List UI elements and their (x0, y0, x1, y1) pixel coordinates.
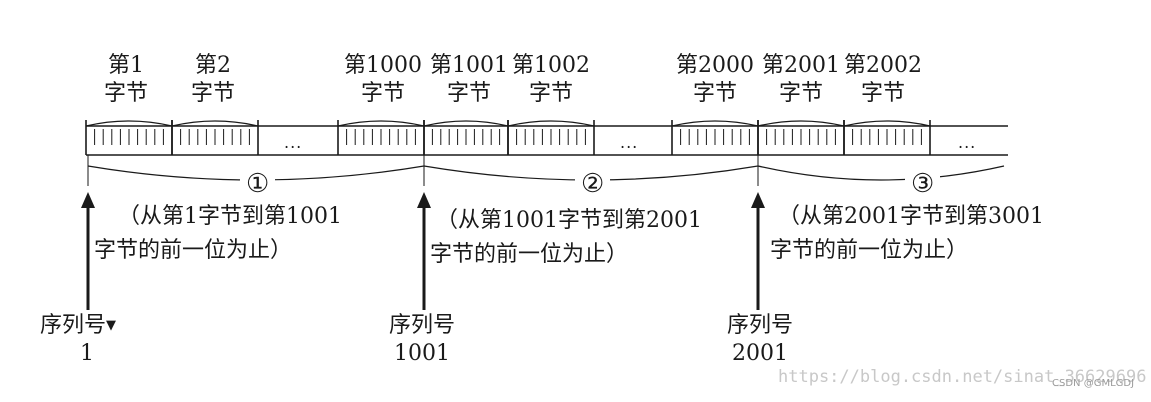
segment-description-line2: 字节的前一位为止） (770, 238, 969, 263)
segment-description-2: （从第1001字节到第2001 字节的前一位为止） (430, 204, 702, 272)
byte-cell-cap (757, 120, 845, 127)
segment-description-line1: （从第2001字节到第3001 (778, 204, 1044, 229)
segment-description-line2: 字节的前一位为止） (430, 242, 629, 267)
segment-brace (757, 165, 1005, 181)
byte-cell-cap (171, 120, 259, 127)
segment-marker-3: ③ (905, 169, 941, 199)
sequence-label-1: 序列号▼ 1 (40, 312, 140, 368)
byte-label-2: 第2 字节 (168, 52, 258, 108)
byte-cell-cap (423, 120, 509, 127)
sequence-label-text: 序列号 (388, 313, 455, 338)
byte-label-bottom: 字节 (103, 81, 148, 106)
sequence-label-text: 序列号 (726, 313, 793, 338)
watermark-url: https://blog.csdn.net/sinat_36629696 (778, 367, 1147, 387)
byte-cell-cap (671, 120, 759, 127)
byte-label-bottom: 字节 (528, 81, 573, 106)
segment-description-line1: （从第1字节到第1001 (118, 204, 342, 229)
byte-label-1001: 第1001 字节 (424, 52, 514, 108)
byte-label-1: 第1 字节 (81, 52, 171, 108)
byte-label-1002: 第1002 字节 (506, 52, 596, 108)
byte-label-top: 第1000 (344, 53, 422, 78)
up-arrow-head (81, 192, 95, 208)
byte-label-2000: 第2000 字节 (670, 52, 760, 108)
sequence-number: 2001 (732, 341, 788, 366)
byte-label-bottom: 字节 (778, 81, 823, 106)
byte-label-top: 第2001 (762, 53, 840, 78)
ellipsis-gap-3: ... (958, 133, 977, 152)
byte-label-top: 第1002 (512, 53, 590, 78)
csdn-watermark: CSDN @GMLGDJ (1052, 378, 1135, 389)
byte-cell-cap (843, 120, 931, 127)
sequence-arrows (81, 155, 765, 310)
byte-label-2002: 第2002 字节 (838, 52, 928, 108)
byte-label-bottom: 字节 (190, 81, 235, 106)
byte-label-top: 第2002 (844, 53, 922, 78)
byte-strip (85, 120, 1008, 156)
sequence-label-2001: 序列号 2001 (710, 312, 810, 368)
byte-label-bottom: 字节 (692, 81, 737, 106)
byte-cell-cap (337, 120, 425, 127)
byte-label-top: 第1 (108, 53, 144, 78)
sequence-number: 1 (80, 341, 94, 366)
sequence-label-text: 序列号 (40, 313, 107, 338)
up-arrow-head (417, 192, 431, 208)
byte-label-top: 第2000 (676, 53, 754, 78)
segment-marker-1: ① (240, 169, 276, 199)
byte-label-bottom: 字节 (446, 81, 491, 106)
byte-label-2001: 第2001 字节 (756, 52, 846, 108)
byte-label-bottom: 字节 (860, 81, 905, 106)
segment-description-1: （从第1字节到第1001 字节的前一位为止） (94, 200, 342, 268)
byte-label-1000: 第1000 字节 (338, 52, 428, 108)
segment-marker-2: ② (575, 169, 611, 199)
byte-label-top: 第2 (195, 53, 231, 78)
byte-cell-cap (507, 120, 595, 127)
triangle-down-icon: ▼ (106, 318, 117, 333)
segment-braces (87, 165, 1005, 181)
sequence-number: 1001 (394, 341, 450, 366)
byte-label-bottom: 字节 (360, 81, 405, 106)
segment-description-line2: 字节的前一位为止） (94, 238, 293, 263)
byte-label-top: 第1001 (430, 53, 508, 78)
ellipsis-gap-2: ... (620, 133, 639, 152)
up-arrow-head (751, 192, 765, 208)
sequence-label-1001: 序列号 1001 (372, 312, 472, 368)
segment-description-3: （从第2001字节到第3001 字节的前一位为止） (770, 200, 1044, 268)
ellipsis-gap-1: ... (284, 133, 303, 152)
segment-description-line1: （从第1001字节到第2001 (436, 208, 702, 233)
byte-cell-cap (85, 120, 173, 127)
